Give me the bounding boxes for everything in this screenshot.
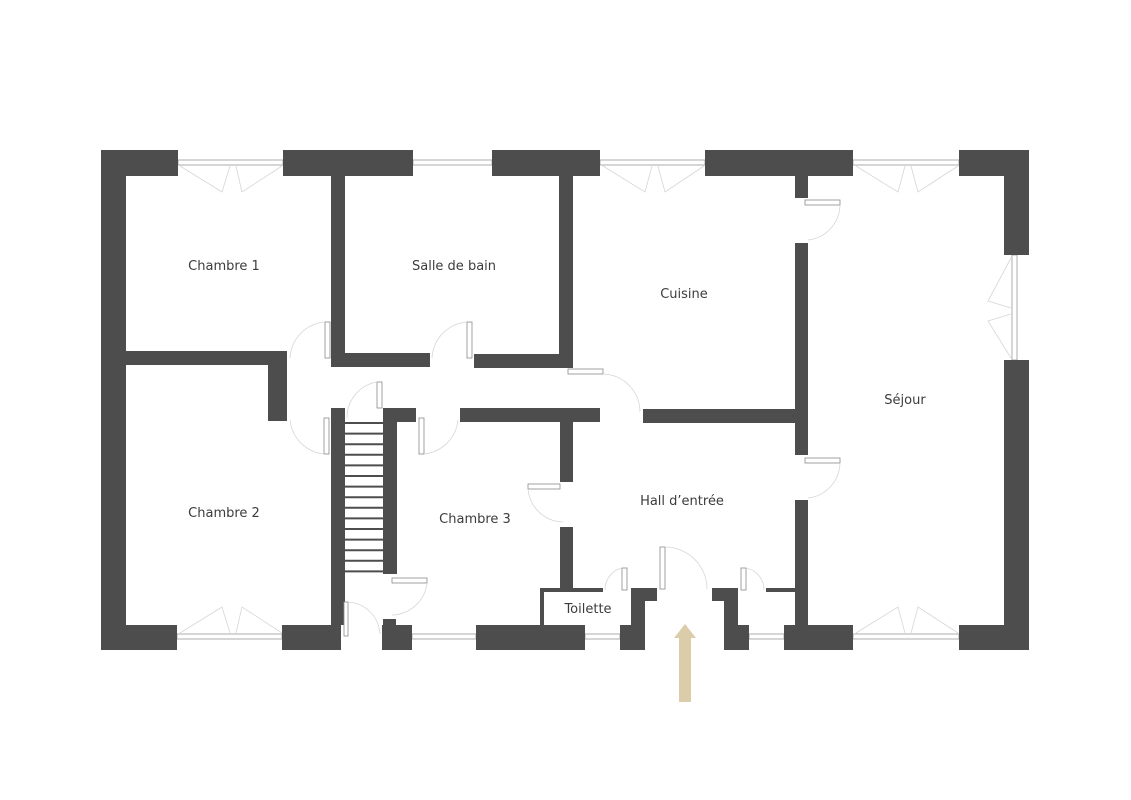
doors xyxy=(289,199,841,637)
room-label-cuisine: Cuisine xyxy=(660,287,708,302)
arrow-up-icon xyxy=(674,624,696,702)
room-label-chambre-2: Chambre 2 xyxy=(188,506,260,521)
staircase-icon xyxy=(345,422,383,573)
walls xyxy=(101,150,1029,650)
room-label-toilette: Toilette xyxy=(563,602,611,617)
room-label-chambre-3: Chambre 3 xyxy=(439,512,511,527)
room-label-chambre-1: Chambre 1 xyxy=(188,259,260,274)
room-label-salle-de-bain: Salle de bain xyxy=(412,259,496,274)
room-label-hall: Hall d’entrée xyxy=(640,494,724,509)
room-label-sejour: Séjour xyxy=(884,393,926,408)
